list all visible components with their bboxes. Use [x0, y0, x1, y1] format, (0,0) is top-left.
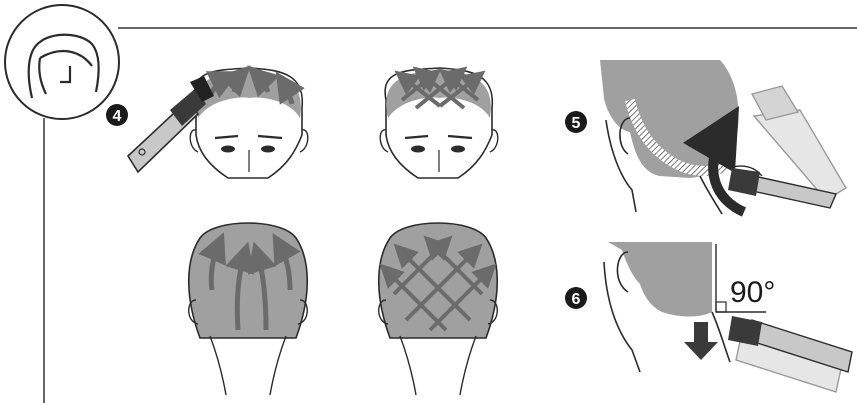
- step-5-number: 5: [572, 115, 581, 132]
- step-4-badge: 4: [106, 104, 128, 126]
- step-6-badge: 6: [565, 287, 587, 309]
- front-head-crosshatch: [380, 68, 498, 178]
- step-6-number: 6: [572, 291, 581, 308]
- step-4-number: 4: [113, 108, 122, 125]
- back-head-crosshatch: [379, 223, 498, 395]
- head-profile-icon: [5, 5, 119, 119]
- back-head-arrows: [189, 223, 308, 395]
- angle-90-label: 90°: [730, 276, 775, 309]
- step-5-badge: 5: [565, 111, 587, 133]
- down-arrow-icon: [684, 322, 718, 360]
- clipper-angled-icon: [728, 316, 852, 392]
